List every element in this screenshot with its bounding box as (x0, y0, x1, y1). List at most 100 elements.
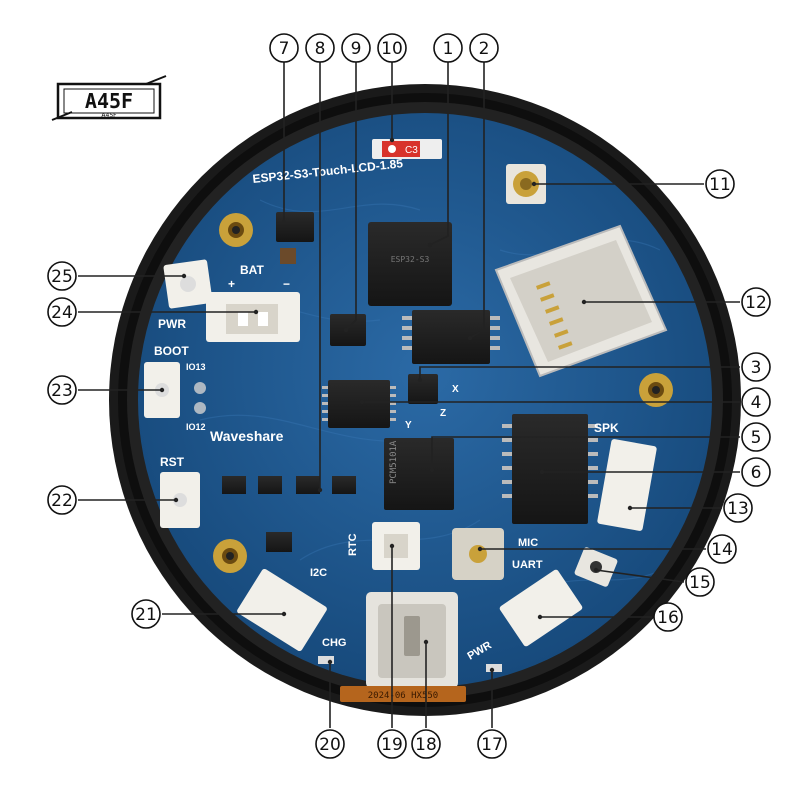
transistor-row (222, 476, 356, 552)
callout-number: 14 (711, 540, 733, 560)
imu-chip: X Y Z (405, 374, 459, 431)
callout-7: 7 (269, 33, 299, 225)
callout-number: 10 (381, 39, 403, 59)
callout-circle (305, 33, 335, 63)
callout-anchor (327, 659, 333, 665)
callout-number: 23 (51, 381, 73, 401)
callout-number: 19 (381, 735, 403, 755)
i2c-label: I2C (310, 567, 327, 579)
callout-20: 20 (315, 659, 345, 759)
callout-circle (741, 352, 771, 382)
boot-label: BOOT (154, 344, 189, 358)
callout-number: 22 (51, 491, 73, 511)
callout-circle (377, 729, 407, 759)
callout-anchor (181, 273, 187, 279)
callout-24: 24 (47, 297, 259, 327)
callout-number: 8 (315, 39, 326, 59)
callout-3: 3 (417, 352, 771, 383)
callout-number: 24 (51, 303, 73, 323)
bat-label: BAT (240, 263, 264, 277)
callout-circle (705, 169, 735, 199)
callout-circle (469, 33, 499, 63)
callout-10: 10 (377, 33, 407, 143)
callout-anchor (281, 219, 287, 225)
callout-number: 17 (481, 735, 503, 755)
bat-plus: + (228, 277, 235, 291)
spk-label: SPK (594, 421, 619, 435)
callout-circle (411, 729, 441, 759)
chip-4 (322, 380, 396, 428)
rtc-label: RTC (347, 533, 359, 556)
callout-number: 7 (279, 39, 290, 59)
callout-circle (47, 375, 77, 405)
mounting-holes (213, 213, 673, 573)
callout-18: 18 (411, 639, 441, 759)
callout-anchor (581, 299, 587, 305)
led-c3: C3 (372, 139, 442, 159)
callout-line (419, 366, 740, 380)
callout-21: 21 (131, 599, 287, 629)
callout-anchor (489, 667, 495, 673)
callout-13: 13 (627, 493, 753, 523)
memory-chip (402, 310, 500, 364)
callout-number: 2 (479, 39, 490, 59)
chg-label: CHG (322, 637, 346, 649)
callout-number: 4 (751, 393, 762, 413)
small-chip-7 (276, 212, 314, 242)
callout-anchor (317, 487, 323, 493)
callout-23: 23 (47, 375, 165, 405)
bat-minus: − (283, 277, 290, 291)
rst-label: RST (160, 455, 185, 469)
callout-circle (433, 33, 463, 63)
callout-circle (477, 729, 507, 759)
callout-circle (341, 33, 371, 63)
uart-label: UART (512, 559, 543, 571)
callout-1: 1 (427, 33, 463, 248)
callout-12: 12 (581, 287, 771, 317)
callout-line (431, 436, 740, 470)
callout-15: 15 (593, 567, 715, 597)
callout-line (595, 569, 685, 583)
callout-anchor (627, 505, 633, 511)
callout-number: 9 (351, 39, 362, 59)
callout-5: 5 (429, 422, 771, 473)
battery-connector: BAT + − (206, 263, 300, 342)
callout-number: 5 (751, 428, 762, 448)
logo-text: A45F (85, 89, 133, 113)
callout-4: 4 (359, 387, 771, 417)
callout-circle (47, 485, 77, 515)
callout-anchor (389, 543, 395, 549)
callout-circle (47, 297, 77, 327)
esp32-s3-chip: ESP32-S3 (368, 222, 452, 306)
callout-9: 9 (341, 33, 371, 333)
axis-z: Z (440, 408, 446, 419)
callout-number: 25 (51, 267, 73, 287)
rst-button: RST (160, 455, 200, 528)
chg-led: CHG (318, 637, 346, 664)
callout-circle (653, 602, 683, 632)
fpc-strip: 2024-06 HX550 (340, 686, 466, 702)
callout-anchor (343, 327, 349, 333)
audio-dac-label: PCM5101A (389, 440, 399, 484)
callout-circle (131, 599, 161, 629)
callout-circle (741, 457, 771, 487)
date-code: 2024-06 HX550 (368, 691, 438, 701)
inductor (280, 248, 296, 264)
callout-anchor (417, 377, 423, 383)
esp32-label: ESP32-S3 (391, 255, 430, 264)
callout-16: 16 (537, 602, 683, 632)
callout-17: 17 (477, 667, 507, 759)
callout-anchor (537, 614, 543, 620)
callout-line (469, 62, 485, 339)
axis-y: Y (405, 420, 412, 431)
callout-circle (723, 493, 753, 523)
sd-card-slot (494, 224, 668, 378)
led-c3-label: C3 (405, 145, 418, 156)
antenna-connector (506, 164, 546, 204)
callout-number: 11 (709, 175, 731, 195)
pwr-button-label: PWR (158, 317, 186, 331)
logo-subtext: A45F (101, 112, 117, 119)
